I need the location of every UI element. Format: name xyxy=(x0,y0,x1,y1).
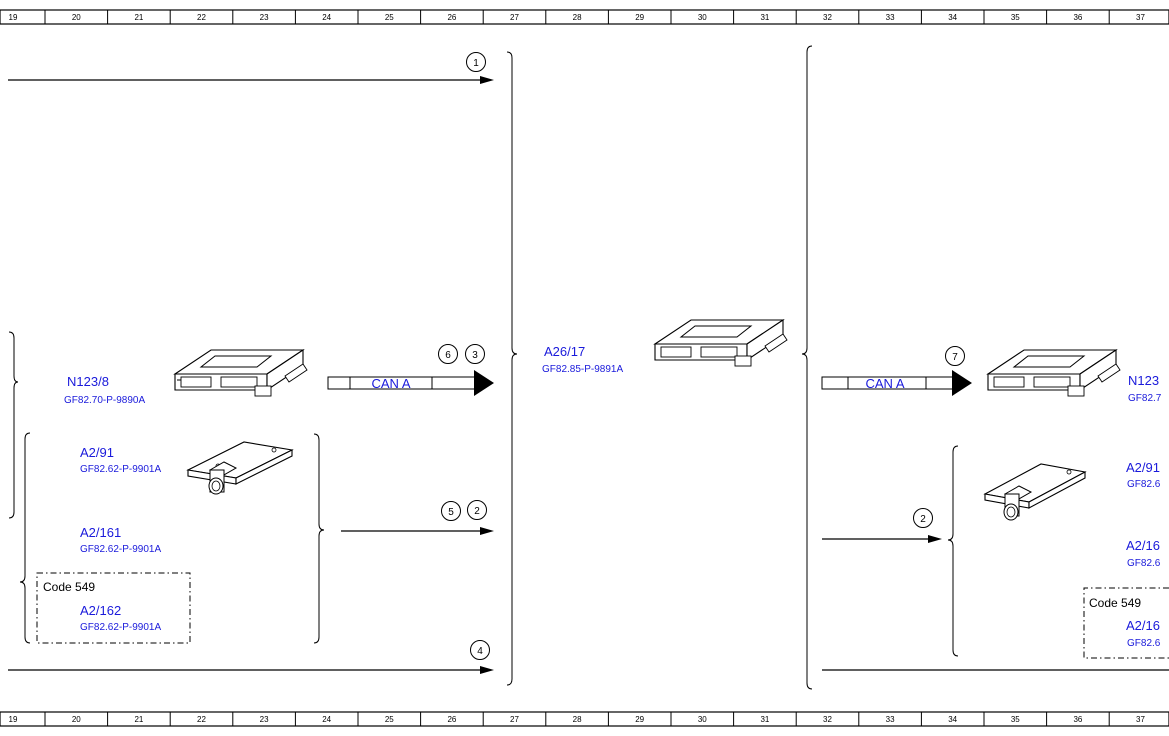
ruler-bottom-number-24: 24 xyxy=(322,715,331,724)
ruler-bottom-number-19: 19 xyxy=(9,715,18,724)
module-icon-a26-17[interactable] xyxy=(653,318,788,367)
ruler-bottom-number-29: 29 xyxy=(635,715,644,724)
ruler-top-number-27: 27 xyxy=(510,13,519,22)
ruler-top-number-37: 37 xyxy=(1136,13,1145,22)
ruler-top-number-21: 21 xyxy=(134,13,143,22)
ruler-bottom-number-37: 37 xyxy=(1136,715,1145,724)
connector-1-label: 1 xyxy=(473,58,479,69)
ruler-bottom-number-26: 26 xyxy=(447,715,456,724)
brace-center-right xyxy=(801,45,813,690)
link-a2-91[interactable]: A2/91 xyxy=(80,445,114,460)
link-a2-16-right[interactable]: A2/16 xyxy=(1126,538,1160,553)
ruler-top-number-28: 28 xyxy=(573,13,582,22)
can-bus-left[interactable]: CAN A xyxy=(327,370,494,396)
link-a2-161[interactable]: A2/161 xyxy=(80,525,121,540)
link-ref-a2-162[interactable]: GF82.62-P-9901A xyxy=(80,622,161,633)
antenna-module-icon-right[interactable] xyxy=(983,463,1087,521)
module-icon-n123-right[interactable] xyxy=(986,348,1121,397)
can-bus-right[interactable]: CAN A xyxy=(821,370,972,396)
connector-1[interactable]: 1 xyxy=(466,52,486,72)
link-a2-16b-right[interactable]: A2/16 xyxy=(1126,618,1160,633)
code-box-right: Code 549 xyxy=(1083,587,1169,659)
connector-2-right-label: 2 xyxy=(920,514,926,525)
code-box-left: Code 549 xyxy=(36,572,191,644)
ruler-bottom-number-34: 34 xyxy=(948,715,957,724)
connector-3[interactable]: 3 xyxy=(465,344,485,364)
connector-7-label: 7 xyxy=(952,352,958,363)
ruler-bottom: 19 20 21 22 23 24 25 26 27 28 29 30 31 32 33 34 35 36 37 xyxy=(0,711,1169,727)
ruler-bottom-number-31: 31 xyxy=(760,715,769,724)
link-a26-17[interactable]: A26/17 xyxy=(544,344,585,359)
ruler-top-number-36: 36 xyxy=(1073,13,1082,22)
connector-5[interactable]: 5 xyxy=(441,501,461,521)
ruler-top-number-30: 30 xyxy=(698,13,707,22)
link-a2-162[interactable]: A2/162 xyxy=(80,603,121,618)
connector-6-label: 6 xyxy=(445,350,451,361)
connector-6[interactable]: 6 xyxy=(438,344,458,364)
connector-2-right[interactable]: 2 xyxy=(913,508,933,528)
signal-line-5-2 xyxy=(341,527,494,535)
ruler-bottom-number-23: 23 xyxy=(260,715,269,724)
link-ref-a26-17[interactable]: GF82.85-P-9891A xyxy=(542,364,623,375)
link-ref-a2-91-right[interactable]: GF82.6 xyxy=(1127,479,1161,490)
ruler-top-number-32: 32 xyxy=(823,13,832,22)
brace-left-outer xyxy=(8,331,19,519)
ruler-bottom-number-27: 27 xyxy=(510,715,519,724)
can-bus-left-label: CAN A xyxy=(371,376,410,391)
brace-left-inner-right xyxy=(313,433,325,644)
signal-line-2-right xyxy=(822,535,942,543)
ruler-bottom-number-36: 36 xyxy=(1073,715,1082,724)
link-ref-n123-8[interactable]: GF82.70-P-9890A xyxy=(64,395,145,406)
ruler-bottom-number-28: 28 xyxy=(573,715,582,724)
connector-2[interactable]: 2 xyxy=(467,500,487,520)
ruler-bottom-number-21: 21 xyxy=(134,715,143,724)
ruler-top-number-26: 26 xyxy=(447,13,456,22)
signal-line-1 xyxy=(8,76,494,84)
link-ref-a2-161[interactable]: GF82.62-P-9901A xyxy=(80,544,161,555)
ruler-top-number-33: 33 xyxy=(886,13,895,22)
antenna-module-icon-left[interactable] xyxy=(186,441,294,495)
ruler-bottom-number-33: 33 xyxy=(886,715,895,724)
connector-7[interactable]: 7 xyxy=(945,346,965,366)
link-ref-n123-right[interactable]: GF82.7 xyxy=(1128,393,1162,404)
connector-2-label: 2 xyxy=(474,506,480,517)
link-ref-a2-91[interactable]: GF82.62-P-9901A xyxy=(80,464,161,475)
ruler-top-number-23: 23 xyxy=(260,13,269,22)
ruler-top-number-25: 25 xyxy=(385,13,394,22)
signal-line-4 xyxy=(8,666,494,674)
brace-right-group xyxy=(947,445,959,657)
code-box-right-label: Code 549 xyxy=(1089,596,1141,610)
ruler-top-number-22: 22 xyxy=(197,13,206,22)
module-icon-n123-8[interactable] xyxy=(173,348,308,397)
connector-4-label: 4 xyxy=(477,646,483,657)
brace-left-inner xyxy=(19,432,31,644)
ruler-bottom-number-22: 22 xyxy=(197,715,206,724)
can-bus-right-label: CAN A xyxy=(865,376,904,391)
ruler-top: 19 20 21 22 23 24 25 26 27 28 29 30 31 32 33 34 35 36 37 xyxy=(0,9,1169,25)
ruler-top-number-29: 29 xyxy=(635,13,644,22)
ruler-top-number-24: 24 xyxy=(322,13,331,22)
connector-4[interactable]: 4 xyxy=(470,640,490,660)
ruler-bottom-number-25: 25 xyxy=(385,715,394,724)
ruler-bottom-number-20: 20 xyxy=(72,715,81,724)
code-box-left-label: Code 549 xyxy=(43,580,95,594)
connector-3-label: 3 xyxy=(472,350,478,361)
link-n123-8[interactable]: N123/8 xyxy=(67,374,109,389)
link-ref-a2-16-right[interactable]: GF82.6 xyxy=(1127,558,1161,569)
ruler-bottom-number-32: 32 xyxy=(823,715,832,724)
brace-center-left xyxy=(506,51,518,686)
ruler-bottom-number-35: 35 xyxy=(1011,715,1020,724)
link-a2-91-right[interactable]: A2/91 xyxy=(1126,460,1160,475)
ruler-top-number-20: 20 xyxy=(72,13,81,22)
ruler-top-number-31: 31 xyxy=(760,13,769,22)
connector-5-label: 5 xyxy=(448,507,454,518)
link-n123-right[interactable]: N123 xyxy=(1128,373,1159,388)
ruler-top-number-34: 34 xyxy=(948,13,957,22)
ruler-top-number-35: 35 xyxy=(1011,13,1020,22)
ruler-top-number-19: 19 xyxy=(9,13,18,22)
ruler-bottom-number-30: 30 xyxy=(698,715,707,724)
link-ref-a2-16b-right[interactable]: GF82.6 xyxy=(1127,638,1161,649)
